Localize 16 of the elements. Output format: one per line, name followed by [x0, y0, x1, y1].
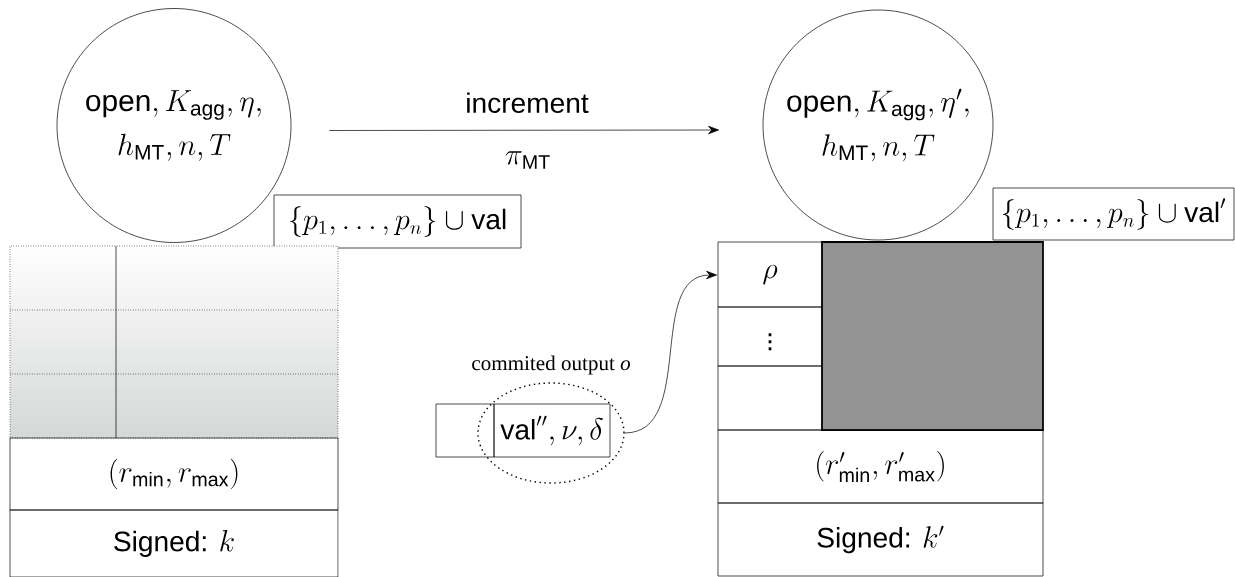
output-cell: $\text{val}'', \nu, \delta$ — [493, 403, 611, 458]
signature-cell: $\text{Signed: }k'$ — [717, 502, 1044, 577]
set-box: $\{p_1, \ldots, p_n\} \cup \text{val}'$ — [992, 187, 1235, 241]
node-label: commited output o — [472, 355, 631, 375]
range-cell: $(r'_{\text{min}}, r'_{\text{max}})$ — [717, 429, 1044, 504]
arrow — [329, 125, 719, 135]
arrow — [624, 270, 717, 434]
filled-block — [821, 241, 1044, 431]
edge-label: increment — [467, 92, 589, 114]
output-cell — [435, 403, 495, 458]
set-box: $\{p_1, \ldots, p_n\} \cup \text{val}$ — [273, 194, 522, 249]
formula-label: $\pi_{\text{MT}}$ — [505, 151, 550, 169]
table-grid — [9, 245, 339, 439]
range-cell: $(r_{\text{min}}, r_{\text{max}})$ — [9, 437, 339, 511]
dotted-ellipse — [477, 382, 625, 484]
signature-cell: $\text{Signed: }k$ — [9, 509, 339, 577]
